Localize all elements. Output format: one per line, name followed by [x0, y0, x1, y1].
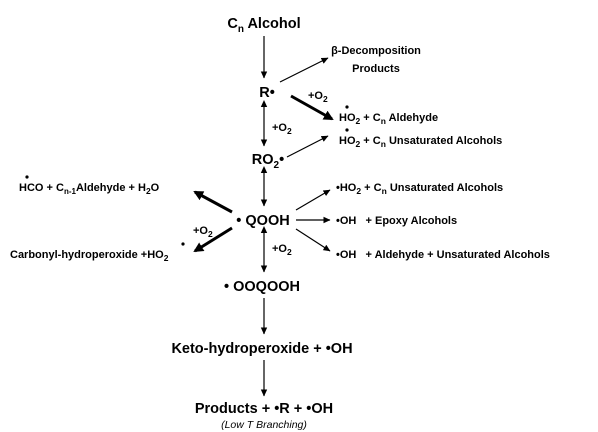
node-products: Products + •R + •OH: [195, 401, 333, 417]
radical-dot-ho2-aldehyde: [345, 105, 349, 109]
radical-dot-hco: [25, 175, 29, 179]
branch-carbonyl-hydroperoxide: Carbonyl-hydroperoxide +HO2: [10, 249, 169, 263]
arrow-ro2-to-ho2-unsat: [286, 135, 329, 158]
branch-ho2-unsat-qooh: •HO2 + Cn Unsaturated Alcohols: [336, 182, 503, 196]
node-beta-decomp-line2: Products: [352, 63, 400, 75]
node-products-note: (Low T Branching): [221, 419, 307, 431]
branch-oh-aldehyde-unsat: •OH + Aldehyde + Unsaturated Alcohols: [336, 249, 550, 261]
label-o2-qooh-carbonyl: +O2: [193, 225, 213, 239]
node-keto-hydroperoxide: Keto-hydroperoxide + •OH: [171, 341, 352, 357]
arrow-qooh-to-oh-aldehyde: [295, 228, 331, 252]
arrow-r-to-ho2-aldehyde: [290, 94, 334, 121]
node-ro2: RO2•: [252, 152, 284, 171]
arrow-r-to-beta: [279, 57, 329, 83]
arrow-qooh-to-carbonyl: [193, 226, 233, 253]
arrow-qooh-to-hco: [193, 190, 233, 214]
radical-dot-carbonyl-ho2: [181, 242, 185, 246]
branch-hco-aldehyde: HCO + Cn-1Aldehyde + H2O: [19, 182, 160, 196]
label-o2-r-ro2: +O2: [272, 122, 292, 136]
node-cn-alcohol: Cn Alcohol: [227, 16, 300, 35]
branch-ho2-aldehyde: HO2 + Cn Aldehyde: [339, 112, 438, 126]
node-r-radical: R•: [259, 85, 275, 101]
node-qooh: • QOOH: [236, 213, 289, 229]
branch-oh-epoxy: •OH + Epoxy Alcohols: [336, 215, 457, 227]
radical-dot-ho2-unsat-ro2: [345, 128, 349, 132]
branch-ho2-unsat-ro2: HO2 + Cn Unsaturated Alcohols: [339, 135, 502, 149]
arrow-qooh-to-ho2-unsat: [295, 189, 331, 211]
node-ooqooh: • OOQOOH: [224, 279, 300, 295]
label-o2-r-ho2: +O2: [308, 90, 328, 104]
label-o2-qooh-ooqooh: +O2: [272, 243, 292, 257]
node-beta-decomp-line1: β-Decomposition: [331, 45, 421, 57]
